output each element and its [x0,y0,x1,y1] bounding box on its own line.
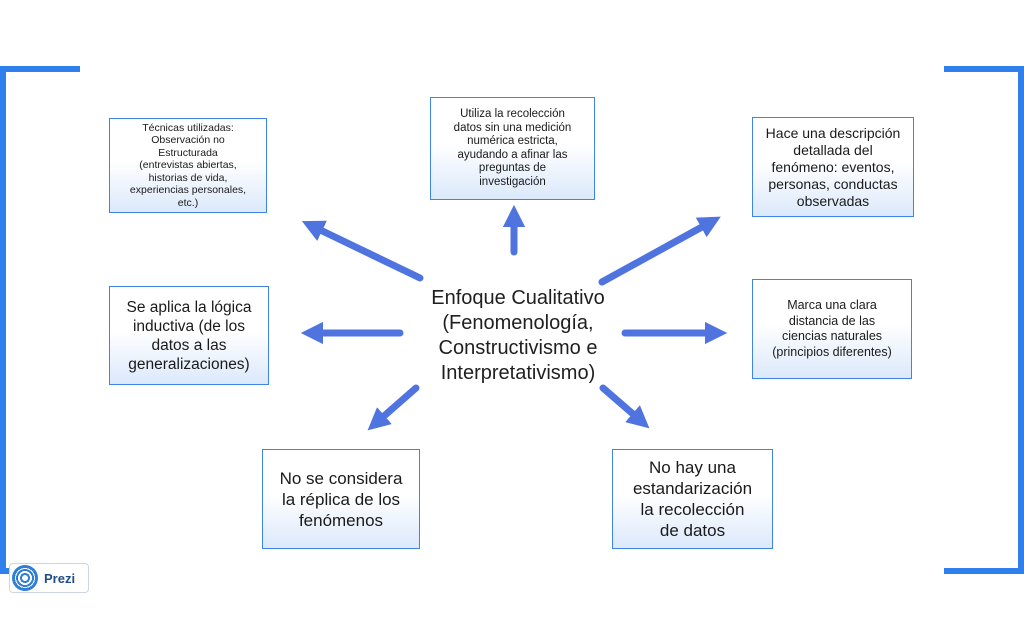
right-bracket-vertical [1018,66,1024,574]
arrow-up-left [301,220,424,282]
box-replica-text: No se considera la réplica de los fenóme… [279,468,403,530]
left-bracket-top [0,66,80,72]
prezi-logo-icon [12,565,38,591]
box-estandarizacion: No hay una estandarización la recolecció… [612,449,773,549]
box-recoleccion-datos: Utiliza la recolección datos sin una med… [430,97,595,200]
box-logica-inductiva: Se aplica la lógica inductiva (de los da… [109,286,269,385]
box-descripcion-text: Hace una descripción detallada del fenóm… [765,124,901,209]
box-recoleccion-text: Utiliza la recolección datos sin una med… [453,108,572,188]
box-descripcion-detallada: Hace una descripción detallada del fenóm… [752,117,914,217]
central-topic: Enfoque Cualitativo (Fenomenología, Cons… [431,287,605,384]
box-estandarizacion-text: No hay una estandarización la recolecció… [632,458,753,540]
prezi-badge[interactable]: Prezi [9,563,89,593]
prezi-label: Prezi [44,570,76,586]
box-tecnicas-utilizadas: Técnicas utilizadas: Observación no Estr… [109,118,267,213]
arrow-down-left [367,384,420,431]
box-ciencias-naturales: Marca una clara distancia de las ciencia… [752,279,912,379]
box-tecnicas-text: Técnicas utilizadas: Observación no Estr… [129,121,247,209]
right-bracket-bottom [944,568,1024,574]
arrow-down-right [599,384,650,429]
left-bracket-vertical [0,66,6,574]
right-bracket-top [944,66,1024,72]
box-ciencias-text: Marca una clara distancia de las ciencia… [772,298,892,359]
box-replica-fenomenos: No se considera la réplica de los fenóme… [262,449,420,549]
arrow-up-right [598,216,721,286]
box-logica-text: Se aplica la lógica inductiva (de los da… [126,298,252,373]
